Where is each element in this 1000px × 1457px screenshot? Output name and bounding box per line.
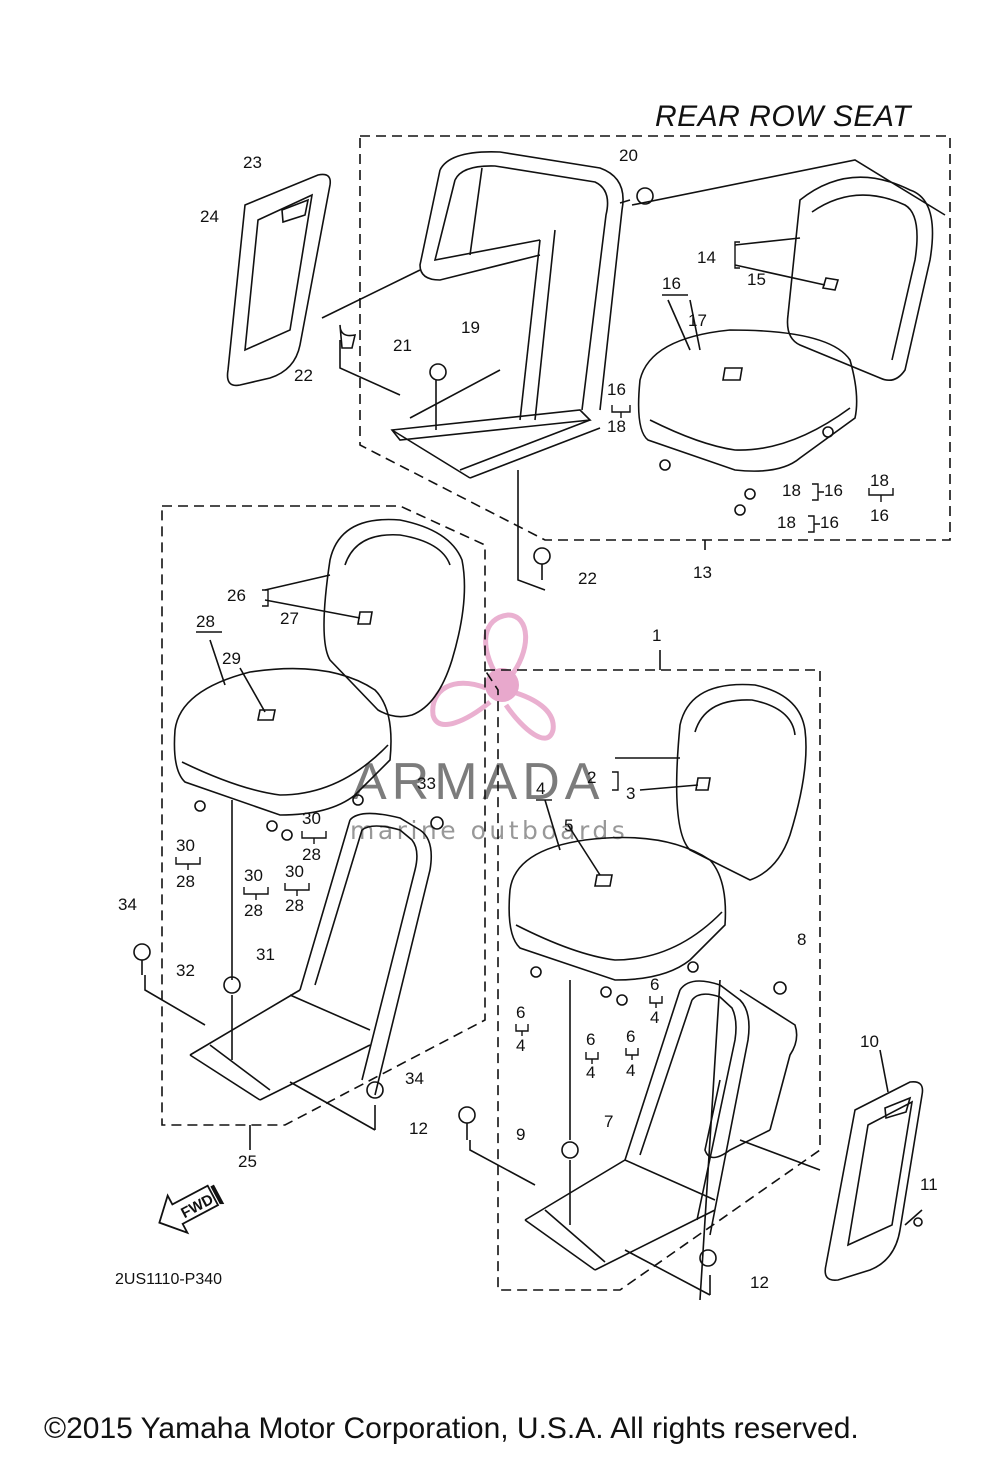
frame-31 <box>189 812 433 1101</box>
callout: 4 <box>626 1061 635 1080</box>
copyright-notice: ©2015 Yamaha Motor Corporation, U.S.A. A… <box>44 1412 859 1445</box>
bolt-33 <box>430 816 444 830</box>
callout: 12 <box>750 1273 769 1292</box>
callout: 32 <box>176 961 195 980</box>
callout: 31 <box>256 945 275 964</box>
callout: 18 <box>870 471 889 490</box>
callout: 18 <box>777 513 796 532</box>
callout: 6 <box>586 1030 595 1049</box>
callout: 20 <box>619 146 638 165</box>
fwd-arrow-icon: FWD <box>158 1184 225 1235</box>
watermark-propeller-icon <box>430 612 556 741</box>
callout: 33 <box>417 774 436 793</box>
callout: 22 <box>294 366 313 385</box>
figure-code: 2US1110-P340 <box>115 1271 223 1288</box>
callout: 16 <box>870 506 889 525</box>
callout: 15 <box>747 270 766 289</box>
callout: 28 <box>176 872 195 891</box>
backrest-26 <box>323 518 466 718</box>
callout: 16 <box>607 380 626 399</box>
diagram-title: REAR ROW SEAT <box>655 100 911 133</box>
backrest-2 <box>675 683 807 881</box>
callout: 34 <box>118 895 137 914</box>
rear-cushion-16 <box>637 329 858 472</box>
frame-7 <box>524 980 798 1271</box>
grommet-9 <box>561 1141 579 1159</box>
fastener-11 <box>913 1217 923 1227</box>
group-outlines <box>161 135 951 1291</box>
bolt-34 <box>133 943 151 961</box>
bolt-12 <box>458 1106 476 1124</box>
callout: 30 <box>244 866 263 885</box>
rear-bolt-20 <box>636 187 654 205</box>
callout: 30 <box>176 836 195 855</box>
side-panel-10 <box>824 1080 924 1282</box>
side-panel-23 <box>226 173 332 387</box>
callout: 26 <box>227 586 246 605</box>
rear-frame-19 <box>390 151 624 479</box>
callout: 19 <box>461 318 480 337</box>
callout: 4 <box>516 1036 525 1055</box>
cushion-28 <box>173 667 392 816</box>
callout: 24 <box>200 207 219 226</box>
callout: 3 <box>626 784 635 803</box>
rear-backrest-14 <box>786 176 934 381</box>
callout: 28 <box>285 896 304 915</box>
callout-labels: 1 2 3 4 5 4 6 4 6 4 6 4 6 7 8 9 10 11 12… <box>118 146 938 1292</box>
callout: 7 <box>604 1112 613 1131</box>
watermark-brand: ARMADA <box>352 753 605 811</box>
callout: 30 <box>302 809 321 828</box>
rear-bolt-22 <box>339 324 357 349</box>
callout: 5 <box>564 816 573 835</box>
bolt-34b <box>366 1081 384 1099</box>
rear-bolt-22b <box>533 547 551 565</box>
callout: 16 <box>820 513 839 532</box>
callout: 25 <box>238 1152 257 1171</box>
callout: 29 <box>222 649 241 668</box>
callout: 17 <box>688 311 707 330</box>
callout: 27 <box>280 609 299 628</box>
bracket-marks <box>175 241 894 1064</box>
callout: 12 <box>409 1119 428 1138</box>
callout: 21 <box>393 336 412 355</box>
callout: 16 <box>824 481 843 500</box>
cushion-4 <box>508 836 727 981</box>
bolt-12b <box>699 1249 717 1267</box>
callout: 28 <box>302 845 321 864</box>
callout: 28 <box>196 612 215 631</box>
callout: 9 <box>516 1125 525 1144</box>
rear-seat-assembly-outline <box>359 135 951 541</box>
seat-assembly-1-outline <box>483 669 821 1291</box>
callout: 10 <box>860 1032 879 1051</box>
callout: 28 <box>244 901 263 920</box>
callout: 11 <box>920 1175 938 1194</box>
callout: 23 <box>243 153 262 172</box>
callout: 4 <box>650 1008 659 1027</box>
callout: 22 <box>578 569 597 588</box>
callout: 4 <box>536 779 545 798</box>
callout: 6 <box>650 975 659 994</box>
callout: 30 <box>285 862 304 881</box>
rear-grommet-21 <box>429 363 447 381</box>
callout: 18 <box>607 417 626 436</box>
callout: 14 <box>697 248 716 267</box>
callout: 2 <box>587 768 596 787</box>
seat-assembly-25-outline <box>161 505 486 1126</box>
callout: 16 <box>662 274 681 293</box>
bolt-8 <box>773 981 787 995</box>
callout: 6 <box>626 1027 635 1046</box>
callout: 18 <box>782 481 801 500</box>
callout: 13 <box>693 563 712 582</box>
callout: 6 <box>516 1003 525 1022</box>
callout: 8 <box>797 930 806 949</box>
callout: 4 <box>586 1063 595 1082</box>
callout: 34 <box>405 1069 424 1088</box>
callout: 1 <box>652 626 661 645</box>
